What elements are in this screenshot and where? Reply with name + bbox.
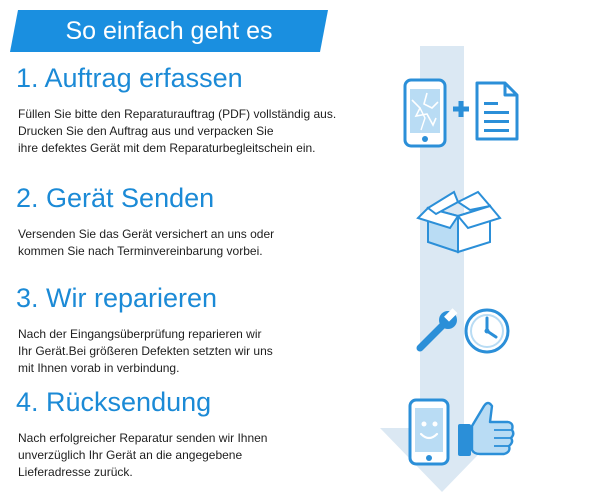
step-2-line-1: Versenden Sie das Gerät versichert an un…	[18, 227, 275, 241]
step-3-text: Nach der Eingangsüberprüfung reparieren …	[18, 326, 273, 377]
thumbs-up-icon	[458, 401, 515, 456]
step-3-line-3: mit Ihnen vorab in verbindung.	[18, 361, 180, 375]
step-3-heading: 3. Wir reparieren	[16, 283, 218, 313]
step-1-line-3: ihre defektes Gerät mit dem Reparaturbeg…	[18, 141, 316, 155]
step-2-text: Versenden Sie das Gerät versichert an un…	[18, 226, 274, 260]
broken-phone-icon	[403, 78, 447, 148]
step-1-text: Füllen Sie bitte den Reparaturauftrag (P…	[18, 106, 336, 157]
step-1-heading: 1. Auftrag erfassen	[16, 63, 243, 93]
step-4-line-3: Lieferadresse zurück.	[18, 465, 133, 479]
step-1-line-1: Füllen Sie bitte den Reparaturauftrag (P…	[18, 107, 337, 121]
step-4-line-2: unverzüglich Ihr Gerät an die angegebene	[18, 448, 243, 462]
step-1-line-2: Drucken Sie den Auftrag aus und verpacke…	[18, 124, 274, 138]
open-box-icon	[416, 190, 502, 254]
step-3-line-2: Ihr Gerät.Bei größeren Defekten setzten …	[18, 344, 273, 358]
step-2-heading: 2. Gerät Senden	[16, 183, 215, 213]
title-banner: So einfach geht es	[10, 10, 328, 52]
banner-background	[10, 10, 328, 52]
step-2-line-2: kommen Sie nach Terminvereinbarung vorbe…	[18, 244, 263, 258]
step-4: 4. Rücksendung Nach erfolgreicher Repara…	[16, 386, 267, 481]
clock-icon	[464, 308, 510, 354]
step-3-line-1: Nach der Eingangsüberprüfung reparieren …	[18, 327, 262, 341]
smiling-phone-icon	[408, 398, 450, 466]
step-4-line-1: Nach erfolgreicher Reparatur senden wir …	[18, 431, 268, 445]
step-4-heading: 4. Rücksendung	[16, 387, 212, 417]
document-icon	[475, 81, 519, 141]
wrench-icon	[416, 308, 458, 352]
step-4-text: Nach erfolgreicher Reparatur senden wir …	[18, 430, 267, 481]
plus-icon	[453, 101, 469, 117]
step-3: 3. Wir reparieren Nach der Eingangsüberp…	[16, 282, 273, 377]
process-arrow	[380, 46, 504, 492]
step-1: 1. Auftrag erfassen Füllen Sie bitte den…	[16, 62, 336, 157]
step-2: 2. Gerät Senden Versenden Sie das Gerät …	[16, 182, 274, 260]
banner-title: So einfach geht es	[65, 17, 273, 45]
